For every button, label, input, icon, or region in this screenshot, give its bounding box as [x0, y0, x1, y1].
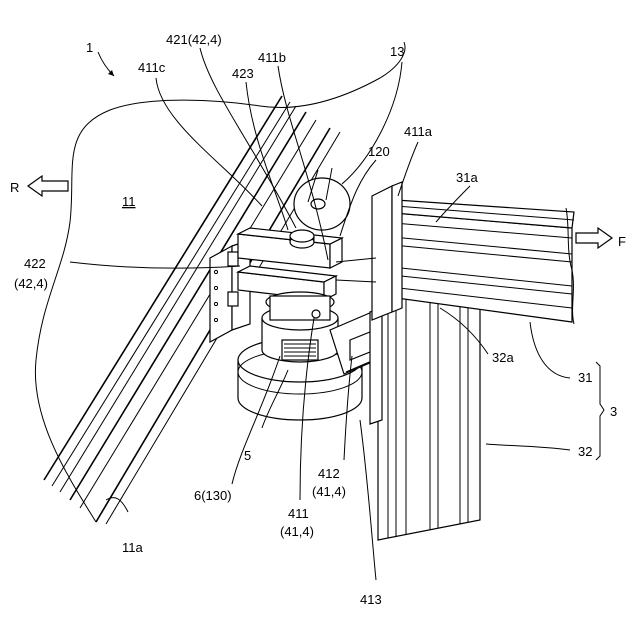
label-arrow-r: R	[10, 180, 19, 195]
label-413: 413	[360, 592, 382, 607]
arrow-f-icon	[576, 228, 612, 248]
label-32a: 32a	[492, 350, 514, 365]
label-411-sub: (41,4)	[280, 524, 314, 539]
label-421: 421(42,4)	[166, 32, 222, 47]
label-422-sub: (42,4)	[14, 276, 48, 291]
label-5: 5	[244, 448, 251, 463]
label-411a: 411a	[404, 124, 433, 139]
label-11a: 11a	[122, 540, 143, 555]
roller-13	[294, 168, 350, 230]
label-32: 32	[578, 444, 592, 459]
label-120: 120	[368, 144, 390, 159]
arm-421	[238, 228, 342, 268]
label-1: 1	[86, 40, 93, 55]
label-412-sub: (41,4)	[312, 484, 346, 499]
label-11: 11	[122, 194, 136, 209]
label-411c: 411c	[138, 60, 166, 75]
plate-413	[370, 308, 382, 424]
post-32	[378, 280, 480, 540]
label-6: 6(130)	[194, 488, 232, 503]
arrow-r-icon	[28, 176, 68, 196]
coupling-6	[262, 292, 338, 362]
label-13: 13	[390, 44, 404, 59]
label-423: 423	[232, 66, 254, 81]
label-3: 3	[610, 404, 617, 419]
label-31a: 31a	[456, 170, 478, 185]
label-412: 412	[318, 466, 340, 481]
label-arrow-f: F	[618, 234, 626, 249]
label-411b: 411b	[258, 50, 286, 65]
label-422: 422	[24, 256, 46, 271]
label-411: 411	[288, 506, 309, 521]
label-31: 31	[578, 370, 592, 385]
